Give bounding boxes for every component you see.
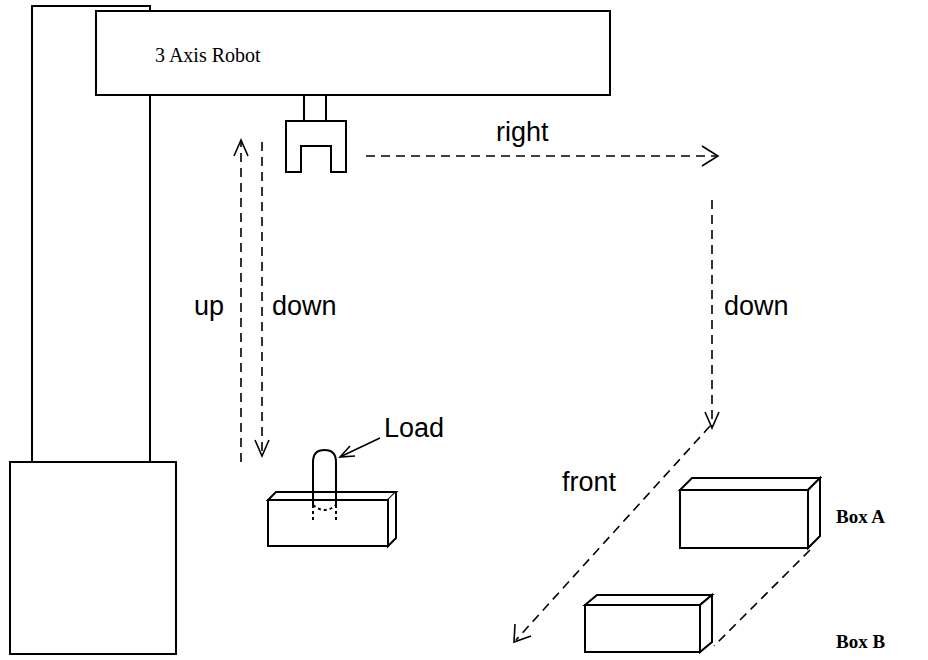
- robot-box: 3 Axis Robot: [95, 10, 611, 96]
- motion-label: down: [724, 292, 789, 322]
- motion-label: front: [562, 468, 616, 498]
- motion-label: down: [272, 292, 337, 322]
- part-label: Load: [384, 414, 444, 444]
- robot-title: 3 Axis Robot: [155, 44, 261, 66]
- part-label: Box B: [836, 632, 885, 653]
- part-label: Box A: [836, 507, 885, 528]
- motion-label: right: [496, 118, 549, 148]
- motion-label: up: [194, 292, 224, 322]
